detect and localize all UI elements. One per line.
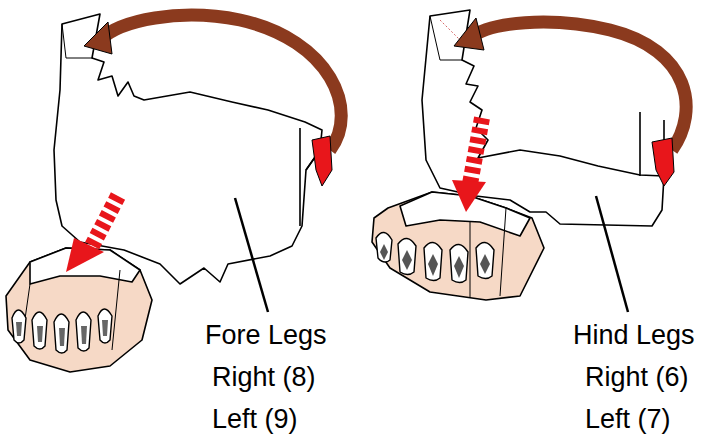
arrow-head	[84, 22, 112, 54]
fold-arrow	[92, 196, 118, 246]
fold-arrow	[312, 136, 332, 186]
part-number: Left (7)	[585, 406, 671, 433]
part-title: Fore Legs	[205, 322, 327, 349]
part-number: Left (9)	[212, 406, 298, 433]
fold-arrow	[652, 138, 674, 186]
part-number: Right (8)	[212, 364, 316, 391]
part-title: Hind Legs	[573, 322, 695, 349]
fore-leg-part	[6, 14, 322, 372]
wrap-arrow	[470, 22, 686, 150]
arrow-head	[452, 180, 486, 212]
hind-leg-part	[372, 10, 664, 300]
part-number: Right (6)	[585, 364, 689, 391]
arrow-head	[454, 18, 484, 50]
wrap-arrow	[100, 15, 341, 150]
leader-line	[596, 196, 628, 312]
fold-arrow	[470, 118, 482, 184]
arrow-head	[66, 238, 104, 272]
leader-line	[235, 198, 268, 312]
